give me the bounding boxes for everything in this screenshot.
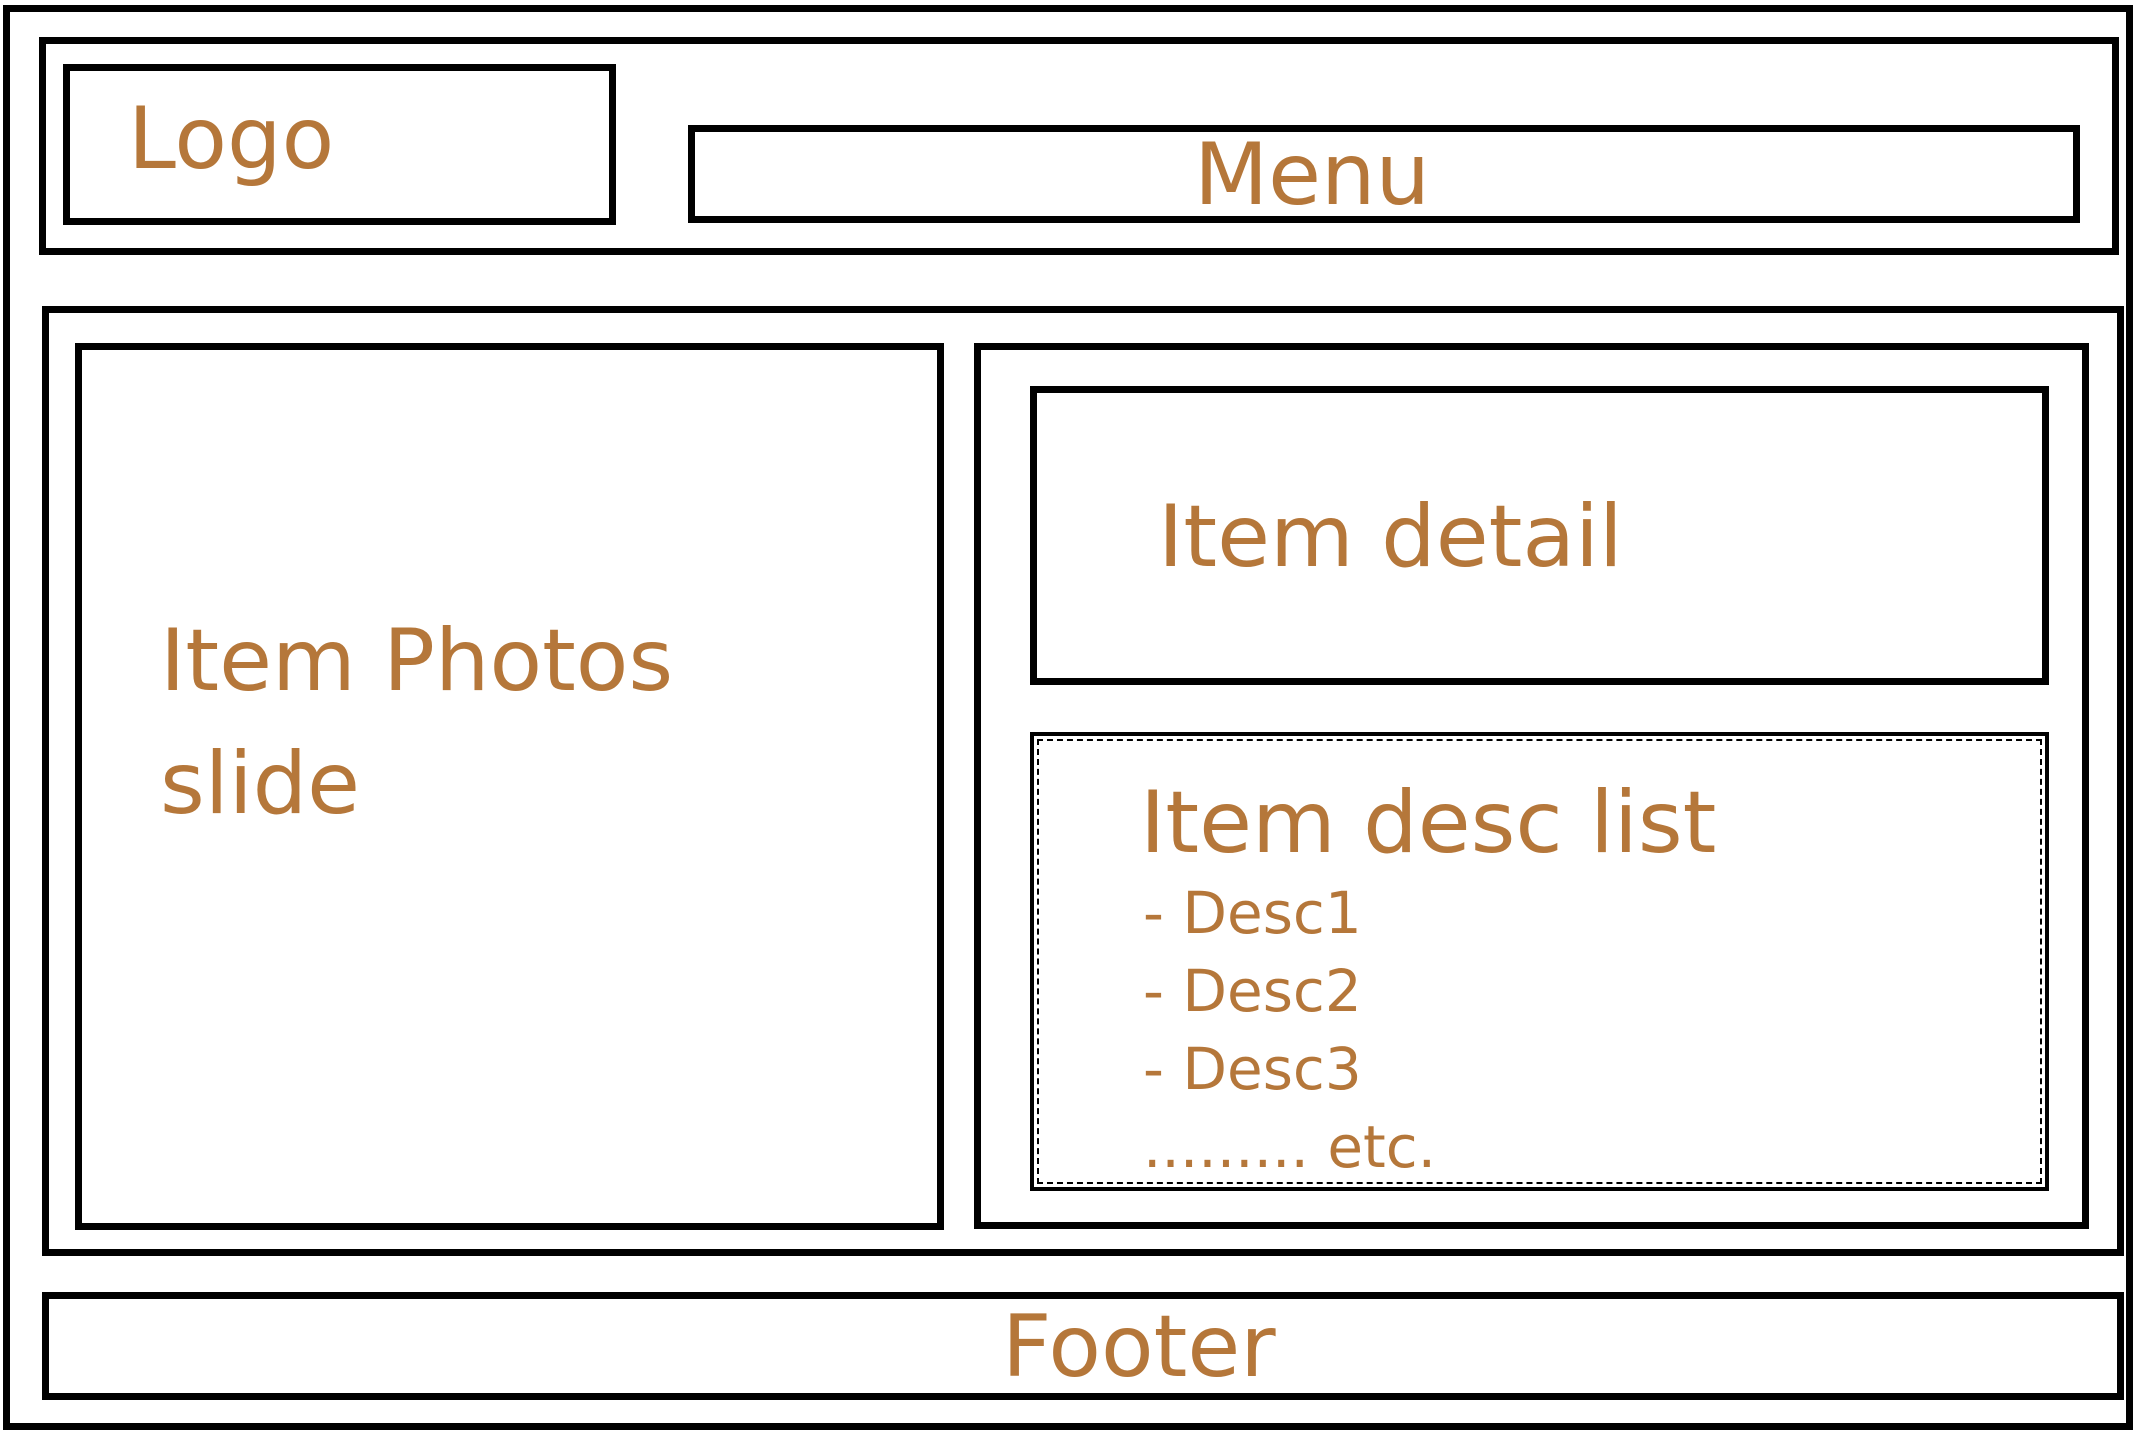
menu-box[interactable] [688,125,2080,223]
desc-list-title: Item desc list [1140,773,1717,873]
footer-box [42,1292,2124,1400]
desc-list-dashed-border [1037,739,2042,1184]
desc-item-2: - Desc2 [1143,957,1362,1025]
desc-item-1: - Desc1 [1143,879,1362,947]
desc-more: ......... etc. [1143,1113,1437,1181]
menu-label: Menu [1193,125,1431,225]
photo-slide-label-line1: Item Photos [160,611,674,711]
photo-slide-label-line2: slide [160,734,361,834]
logo-box[interactable] [63,64,616,225]
desc-item-3: - Desc3 [1143,1035,1362,1103]
page-frame [3,5,2133,1430]
header-region [39,37,2119,255]
photo-slide-box[interactable] [75,343,944,1230]
item-detail-box[interactable] [1030,386,2049,685]
footer-label: Footer [1002,1297,1276,1397]
detail-column [974,343,2089,1229]
logo-label: Logo [128,89,335,189]
desc-list-box[interactable] [1030,732,2049,1191]
item-detail-label: Item detail [1158,487,1623,587]
content-region [42,306,2124,1256]
